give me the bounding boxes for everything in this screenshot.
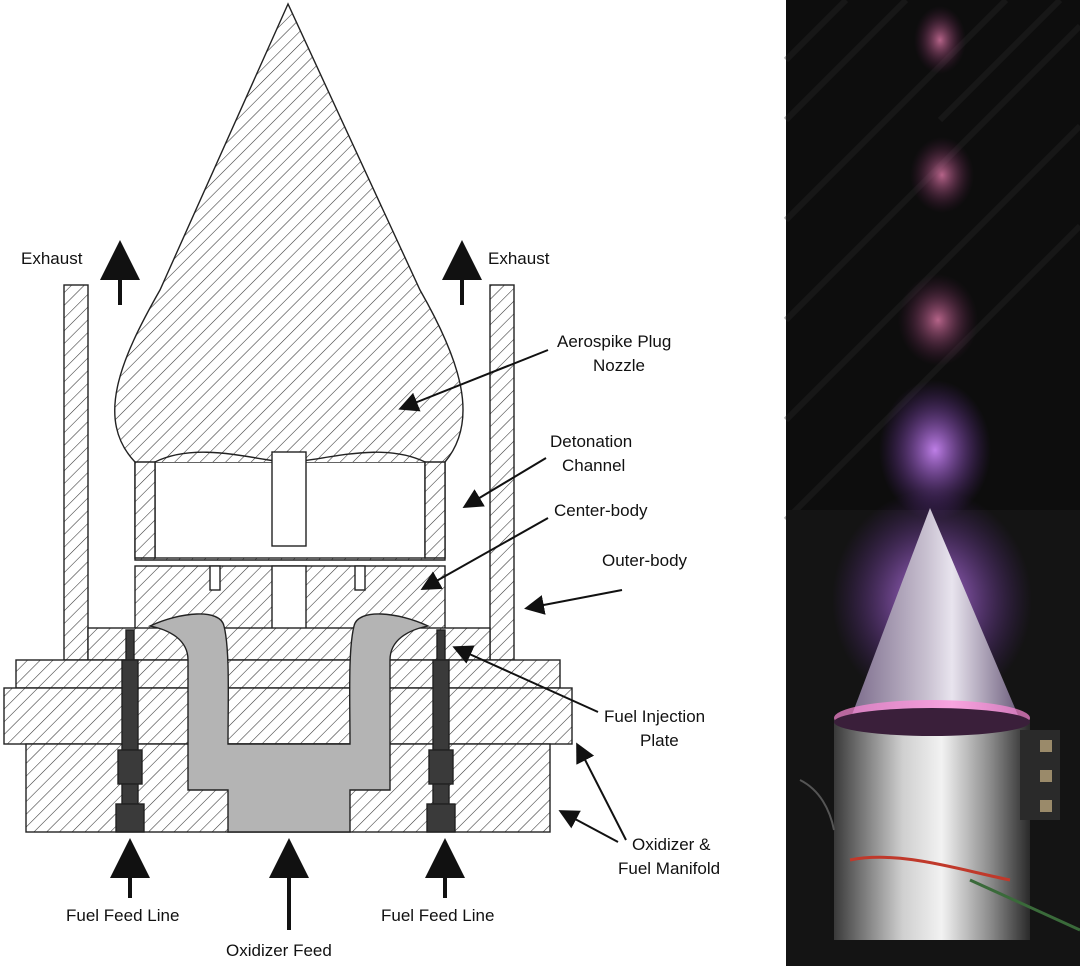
label-aerospike-1: Aerospike Plug <box>557 332 671 351</box>
label-fuel-feed-right: Fuel Feed Line <box>381 906 494 925</box>
label-fuel-injection-1: Fuel Injection <box>604 707 705 726</box>
fuel-feed-line-left-body <box>115 629 145 833</box>
engine-photo <box>783 0 1080 966</box>
outer-body-right-wall <box>489 284 515 661</box>
aerospike-plug <box>114 2 464 561</box>
manifold-pointer-upper <box>576 742 627 841</box>
label-aerospike-2: Nozzle <box>593 356 645 375</box>
fuel-injection-pointer <box>452 645 599 713</box>
photo-cone <box>850 508 1020 720</box>
label-detonation-1: Detonation <box>550 432 632 451</box>
label-detonation-2: Channel <box>562 456 625 475</box>
label-manifold-2: Fuel Manifold <box>618 859 720 878</box>
manifold-middle <box>3 687 573 745</box>
label-oxidizer-feed: Oxidizer Feed <box>226 941 332 960</box>
manifold-pointer-lower <box>558 810 619 843</box>
fuel-feed-line-right-body <box>426 629 456 833</box>
outer-body-pointer <box>524 589 623 615</box>
plug-stem <box>271 451 307 547</box>
label-outer-body: Outer-body <box>602 551 688 570</box>
photo-cylinder <box>834 720 1030 940</box>
cross-section-diagram: Exhaust Exhaust Aerospike Plug Nozzle De… <box>3 2 720 960</box>
aerospike-pointer <box>398 349 549 412</box>
label-exhaust-right: Exhaust <box>488 249 550 268</box>
oxidizer-channel <box>147 613 431 833</box>
manifold-upper <box>15 659 561 689</box>
fuel-injection-plate <box>87 627 491 661</box>
outer-body-left-wall <box>63 284 89 661</box>
label-exhaust-left: Exhaust <box>21 249 83 268</box>
label-fuel-feed-left: Fuel Feed Line <box>66 906 179 925</box>
center-body-pointer <box>420 517 549 590</box>
label-center-body: Center-body <box>554 501 648 520</box>
label-fuel-injection-2: Plate <box>640 731 679 750</box>
detonation-pointer <box>462 457 547 509</box>
label-manifold-1: Oxidizer & <box>632 835 711 854</box>
